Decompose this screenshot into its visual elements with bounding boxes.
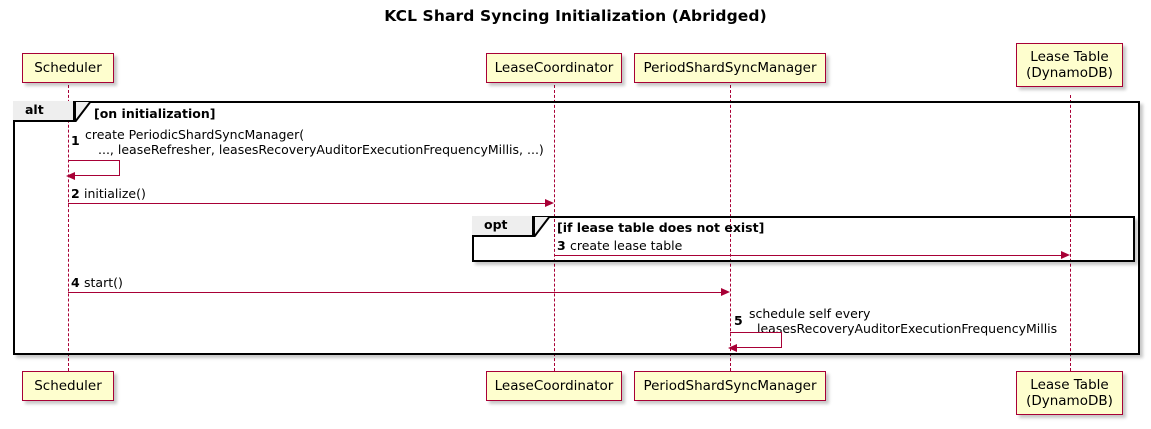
message-1-number: 1 — [71, 133, 80, 148]
message-2-arrowhead-icon — [545, 198, 554, 207]
message-4-line — [68, 292, 721, 293]
message-5-text-line1: schedule self every — [749, 306, 871, 321]
lifeline-period-shard-sync-manager — [729, 85, 731, 371]
message-3-line — [554, 255, 1061, 256]
message-1-text-line1: create PeriodicShardSyncManager( — [85, 127, 305, 142]
message-2-number: 2 — [71, 186, 80, 201]
message-5-number: 5 — [734, 313, 743, 328]
participant-lease-coordinator-label-bottom: LeaseCoordinator — [494, 378, 614, 394]
participant-period-shard-sync-manager-bottom[interactable]: PeriodShardSyncManager — [634, 371, 826, 401]
message-4-arrowhead-icon — [721, 287, 730, 296]
participant-lease-table-label-line2-bottom: (DynamoDB) — [1026, 393, 1113, 409]
lifeline-lease-table — [1069, 95, 1071, 371]
participant-lease-coordinator-label: LeaseCoordinator — [494, 60, 614, 76]
participant-lease-table-label-line1-bottom: Lease Table — [1030, 377, 1109, 393]
message-5-text-line2: leasesRecoveryAuditorExecutionFrequencyM… — [757, 321, 1058, 336]
fragment-opt — [472, 216, 1135, 262]
message-3-arrowhead-icon — [1061, 250, 1070, 259]
participant-lease-coordinator-top[interactable]: LeaseCoordinator — [486, 53, 622, 83]
participant-lease-table-top[interactable]: Lease Table (DynamoDB) — [1016, 43, 1123, 87]
participant-period-shard-sync-manager-top[interactable]: PeriodShardSyncManager — [634, 53, 826, 83]
participant-scheduler-bottom[interactable]: Scheduler — [22, 371, 114, 401]
fragment-alt — [13, 101, 1140, 355]
message-1-text-line2: ..., leaseRefresher, leasesRecoveryAudit… — [98, 142, 544, 157]
message-2-text: initialize() — [84, 186, 146, 201]
lifeline-scheduler — [67, 85, 69, 371]
message-5-arrowhead-icon — [728, 343, 737, 352]
fragment-alt-operator-label: alt — [13, 101, 75, 122]
fragment-opt-label-notch-icon — [534, 216, 550, 237]
fragment-alt-label-notch-icon — [75, 101, 91, 122]
message-1-arrowhead-icon — [66, 171, 75, 180]
fragment-opt-condition: [if lease table does not exist] — [557, 220, 765, 235]
message-4-number: 4 — [71, 275, 80, 290]
message-3-text: create lease table — [570, 238, 683, 253]
message-1-self-loop — [68, 160, 120, 176]
diagram-title: KCL Shard Syncing Initialization (Abridg… — [384, 7, 767, 25]
participant-lease-table-label-line2: (DynamoDB) — [1026, 65, 1113, 81]
participant-scheduler-label-bottom: Scheduler — [34, 378, 102, 394]
message-4-text: start() — [84, 275, 123, 290]
participant-lease-table-bottom[interactable]: Lease Table (DynamoDB) — [1016, 371, 1123, 415]
fragment-alt-condition: [on initialization] — [94, 106, 216, 121]
fragment-opt-operator-label: opt — [472, 216, 534, 237]
message-3-number: 3 — [557, 238, 566, 253]
participant-scheduler-top[interactable]: Scheduler — [22, 53, 114, 83]
participant-scheduler-label: Scheduler — [34, 60, 102, 76]
participant-lease-table-label-line1: Lease Table — [1030, 49, 1109, 65]
message-2-line — [68, 203, 545, 204]
lifeline-lease-coordinator — [553, 85, 555, 371]
message-5-self-loop — [730, 332, 782, 348]
participant-period-shard-sync-manager-label: PeriodShardSyncManager — [643, 60, 817, 76]
participant-period-shard-sync-manager-label-bottom: PeriodShardSyncManager — [643, 378, 817, 394]
participant-lease-coordinator-bottom[interactable]: LeaseCoordinator — [486, 371, 622, 401]
